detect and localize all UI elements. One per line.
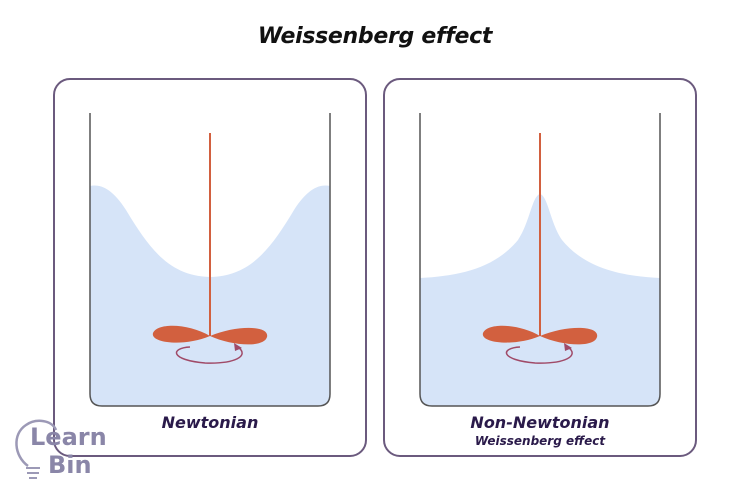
caption-newtonian: Newtonian <box>161 413 259 432</box>
panel-newtonian <box>53 78 367 457</box>
beaker-left <box>89 113 331 407</box>
lightbulb-icon <box>15 419 58 479</box>
diagram-title: Weissenberg effect <box>257 24 493 49</box>
impeller-icon <box>482 325 598 345</box>
logo-text-bin: Bin <box>48 451 92 479</box>
beaker-right <box>419 113 661 407</box>
learnbin-logo: Learn Bin <box>10 418 120 488</box>
caption-weissenberg: Weissenberg effect <box>474 434 606 448</box>
logo-text-learn: Learn <box>30 423 107 451</box>
impeller-icon <box>152 325 268 345</box>
rotation-arrow-icon <box>175 346 243 364</box>
panel-non-newtonian <box>383 78 697 457</box>
caption-non-newtonian: Non-Newtonian <box>470 413 610 432</box>
rotation-arrow-icon <box>505 346 573 364</box>
